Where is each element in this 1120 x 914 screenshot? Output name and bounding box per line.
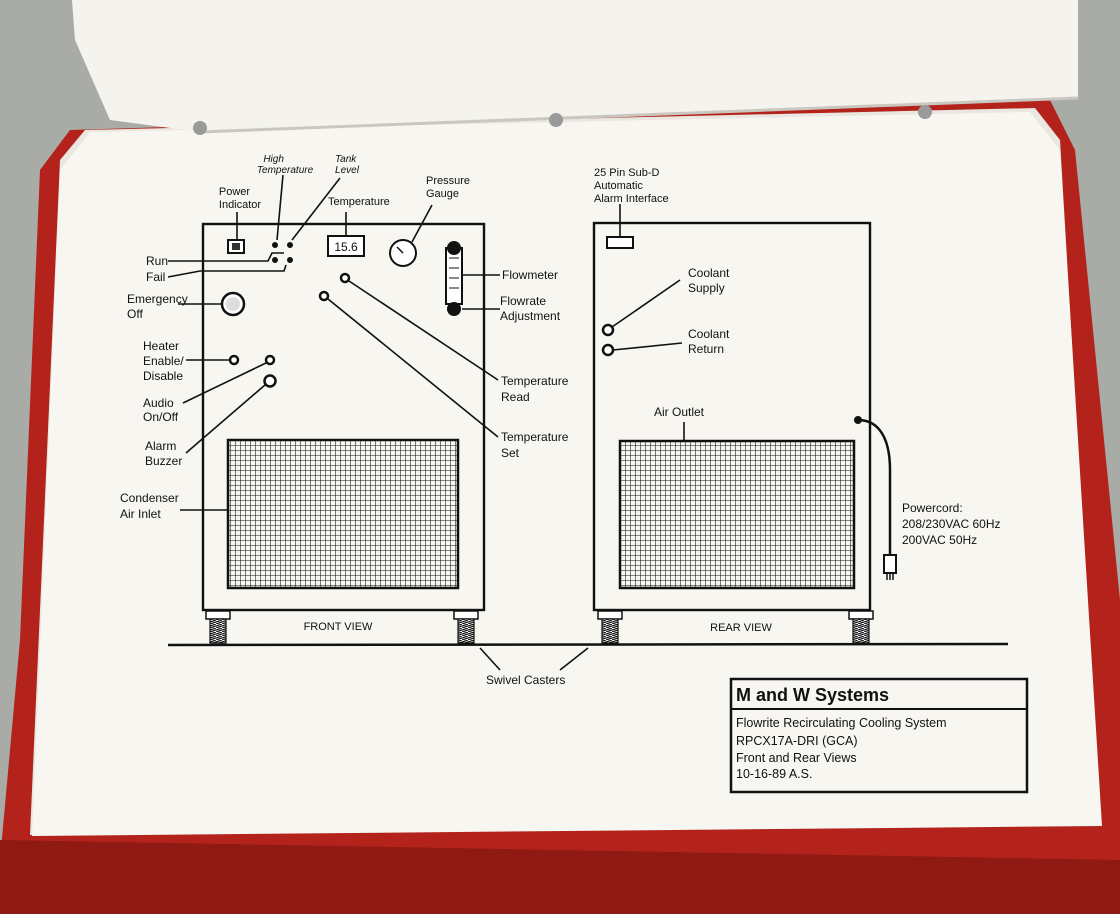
front-cabinet xyxy=(201,222,486,612)
svg-text:Heater Enable/ Dis: Heater Enable/ Disable xyxy=(143,339,187,383)
front-view-title: FRONT VIEW xyxy=(304,621,373,633)
svg-text:Coolant Return: Coolant Return xyxy=(688,327,733,356)
svg-text:High Temperature: High Temperature xyxy=(257,154,314,176)
flowmeter xyxy=(445,247,463,305)
powercord-label: Powercord: xyxy=(902,501,963,515)
front-right-caster xyxy=(457,618,475,644)
svg-text:Audio On/Off: Audio On/Off xyxy=(143,396,179,424)
svg-text:Temperature Set: Temperature Set xyxy=(501,430,572,460)
coolant-supply-label: Coolant xyxy=(688,266,730,280)
flowmeter-label: Flowmeter xyxy=(502,268,558,282)
svg-text:Emergency Off: Emergency Off xyxy=(127,292,191,321)
run-led-right xyxy=(287,242,293,248)
svg-text:Tank Level: Tank Level xyxy=(335,154,360,176)
svg-text:Coolant Supply: Coolant Supply xyxy=(688,266,733,295)
coolant-supply-port xyxy=(601,323,615,337)
title-line-1: Flowrite Recirculating Cooling System xyxy=(736,716,947,730)
run-led-left xyxy=(272,242,278,248)
front-view: Power Indicator High Temperature Tank Le… xyxy=(120,154,572,644)
svg-text:Temperature Read: Temperature Read xyxy=(501,374,572,404)
title-line-3: Front and Rear Views xyxy=(736,751,857,765)
floor-line xyxy=(167,642,1009,647)
air-outlet-label: Air Outlet xyxy=(654,405,705,419)
fail-led-right xyxy=(287,257,293,263)
tank-level-label: Tank xyxy=(335,154,357,165)
rear-view: 25 Pin Sub-D Automatic Alarm Interface C… xyxy=(592,167,1004,644)
heater-switch xyxy=(228,354,240,366)
title-block: M and W Systems Flowrite Recirculating C… xyxy=(729,677,1029,794)
svg-text:25 Pin Sub-D Automatic: 25 Pin Sub-D Automatic Alarm Interface xyxy=(594,167,669,205)
svg-text:Alarm Buzzer: Alarm Buzzer xyxy=(145,439,182,468)
audio-label: Audio xyxy=(143,396,174,410)
coolant-return-label: Coolant xyxy=(688,327,730,341)
rear-view-title: REAR VIEW xyxy=(710,622,772,634)
alarm-interface-connector xyxy=(606,236,634,249)
high-temperature-label: High xyxy=(263,154,284,165)
pressure-gauge-label: Pressure xyxy=(426,175,470,187)
title-line-2: RPCX17A-DRI (GCA) xyxy=(736,734,858,748)
flowrate-adjustment-label: Flowrate xyxy=(500,294,546,308)
fail-label: Fail xyxy=(146,270,165,284)
temperature-read-label: Temperature xyxy=(501,374,569,388)
powercord xyxy=(857,418,892,555)
power-indicator-label: Power xyxy=(219,186,251,198)
svg-text:Flowrate Adjustment: Flowrate Adjustment xyxy=(500,294,561,323)
flowrate-adjustment-knob xyxy=(447,302,461,316)
alarm-buzzer-label: Alarm xyxy=(145,439,176,453)
emergency-off-label: Emergency xyxy=(127,292,188,306)
condenser-air-inlet-grille xyxy=(226,438,460,590)
heater-label: Heater xyxy=(143,339,179,353)
fail-led-left xyxy=(272,257,278,263)
rear-cabinet xyxy=(592,221,872,612)
binder-ring xyxy=(918,105,932,119)
paper-page xyxy=(32,112,1102,836)
run-label: Run xyxy=(146,254,168,268)
condenser-label: Condenser xyxy=(120,491,179,505)
svg-text:Pressure Gauge: Pressure Gauge xyxy=(426,175,473,200)
temperature-set-label: Temperature xyxy=(501,430,569,444)
alarm-buzzer xyxy=(263,374,277,388)
flipped-page xyxy=(72,0,1078,132)
swivel-casters-label: Swivel Casters xyxy=(486,673,565,687)
powercord-plug xyxy=(883,554,897,574)
coolant-return-port xyxy=(601,343,615,357)
rear-right-caster xyxy=(852,618,870,644)
temperature-read-knob xyxy=(339,272,351,284)
front-left-caster xyxy=(209,618,227,644)
binder-ring xyxy=(193,121,207,135)
air-outlet-grille xyxy=(618,439,856,590)
audio-switch xyxy=(264,354,276,366)
binder-shadow xyxy=(0,840,1120,914)
svg-text:Powercord: 208/230VAC 6: Powercord: 208/230VAC 60Hz 200VAC 50Hz xyxy=(902,501,1004,547)
temperature-set-knob xyxy=(318,290,330,302)
company-name: M and W Systems xyxy=(736,685,889,705)
svg-text:Condenser Air Inlet: Condenser Air Inlet xyxy=(120,491,182,521)
svg-text:Power Indicator: Power Indicator xyxy=(219,186,262,211)
binder-ring xyxy=(549,113,563,127)
temperature-label: Temperature xyxy=(328,196,390,208)
alarm-interface-label: 25 Pin Sub-D xyxy=(594,167,659,179)
rear-left-caster xyxy=(601,618,619,644)
title-line-4: 10-16-89 A.S. xyxy=(736,767,812,781)
temperature-display-value: 15.6 xyxy=(334,240,358,254)
